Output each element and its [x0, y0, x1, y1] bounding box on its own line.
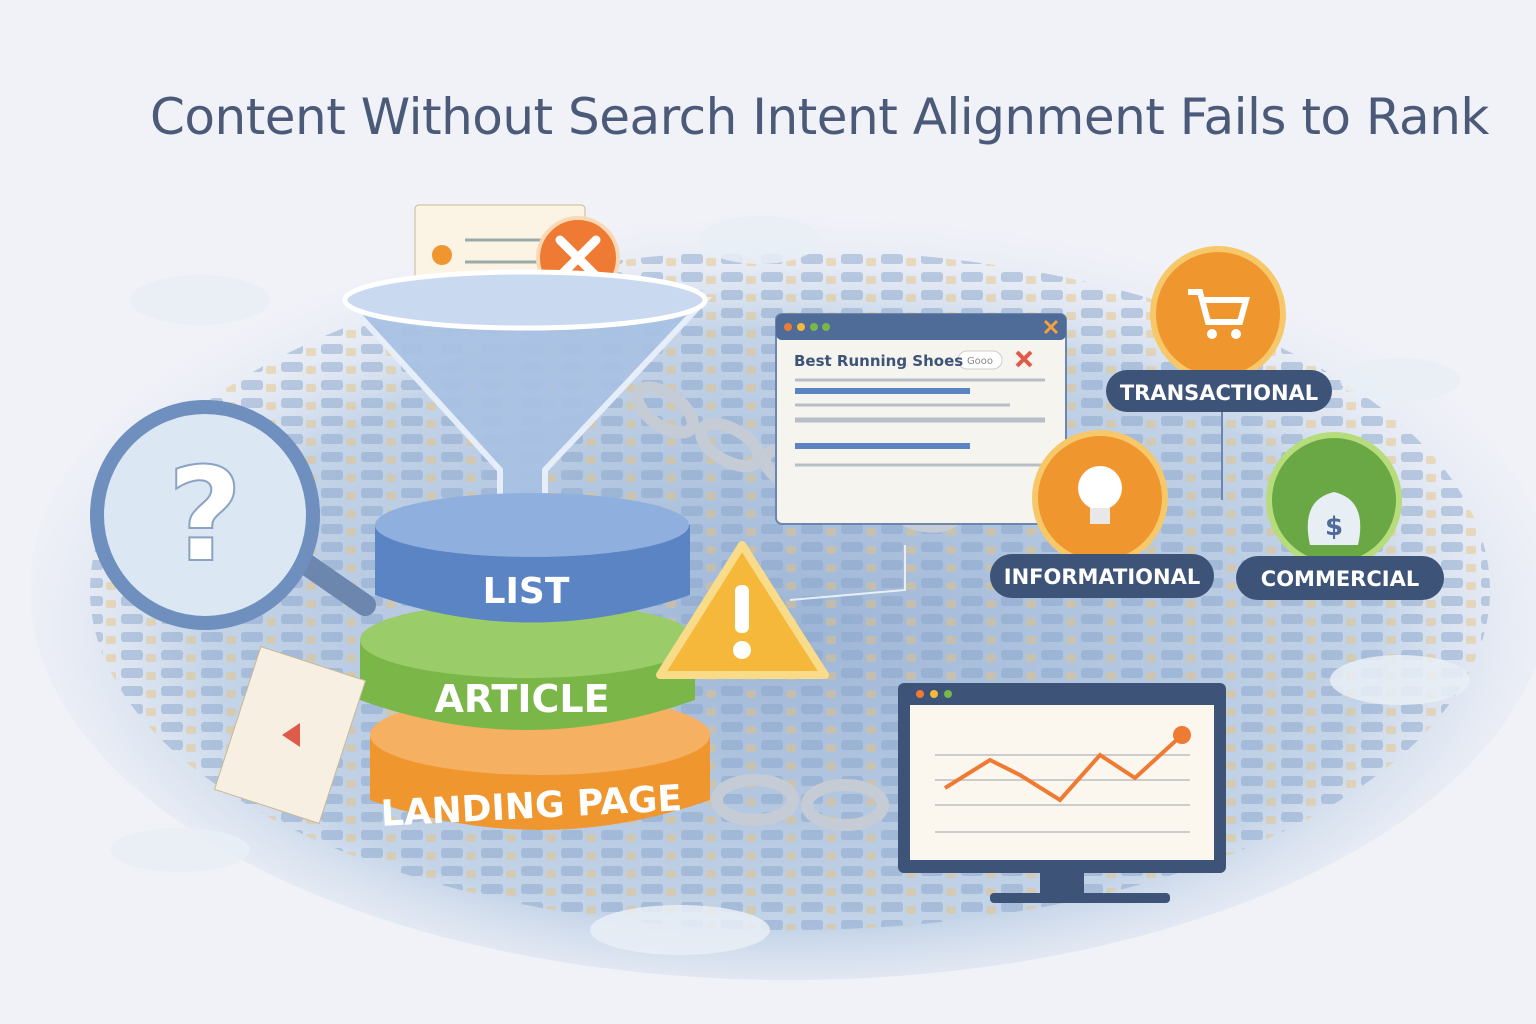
lightbulb-icon [1032, 430, 1168, 566]
question-magnifier-icon: ? [90, 400, 376, 630]
content-type-article: ARTICLE [434, 677, 609, 721]
money-bag-icon: $ [1266, 432, 1402, 568]
intent-transactional: TRANSACTIONAL [1120, 381, 1318, 405]
svg-text:$: $ [1325, 512, 1343, 542]
search-pill: Gooo [967, 356, 993, 367]
page-title: Content Without Search Intent Alignment … [150, 88, 1489, 146]
warning-icon [656, 541, 829, 679]
close-icon [1015, 350, 1033, 368]
content-type-stack [360, 493, 710, 830]
content-type-list: LIST [483, 571, 570, 612]
serp-query: Best Running Shoes [794, 352, 963, 370]
serp-window [775, 313, 1067, 525]
funnel-icon [338, 269, 712, 513]
intent-commercial: COMMERCIAL [1261, 567, 1419, 591]
intent-informational: INFORMATIONAL [1004, 565, 1200, 589]
svg-text:?: ? [167, 439, 242, 591]
intent-badges [990, 370, 1444, 600]
monitor-chart-icon [898, 683, 1226, 903]
cart-icon [1150, 246, 1286, 382]
papers [213, 646, 367, 824]
